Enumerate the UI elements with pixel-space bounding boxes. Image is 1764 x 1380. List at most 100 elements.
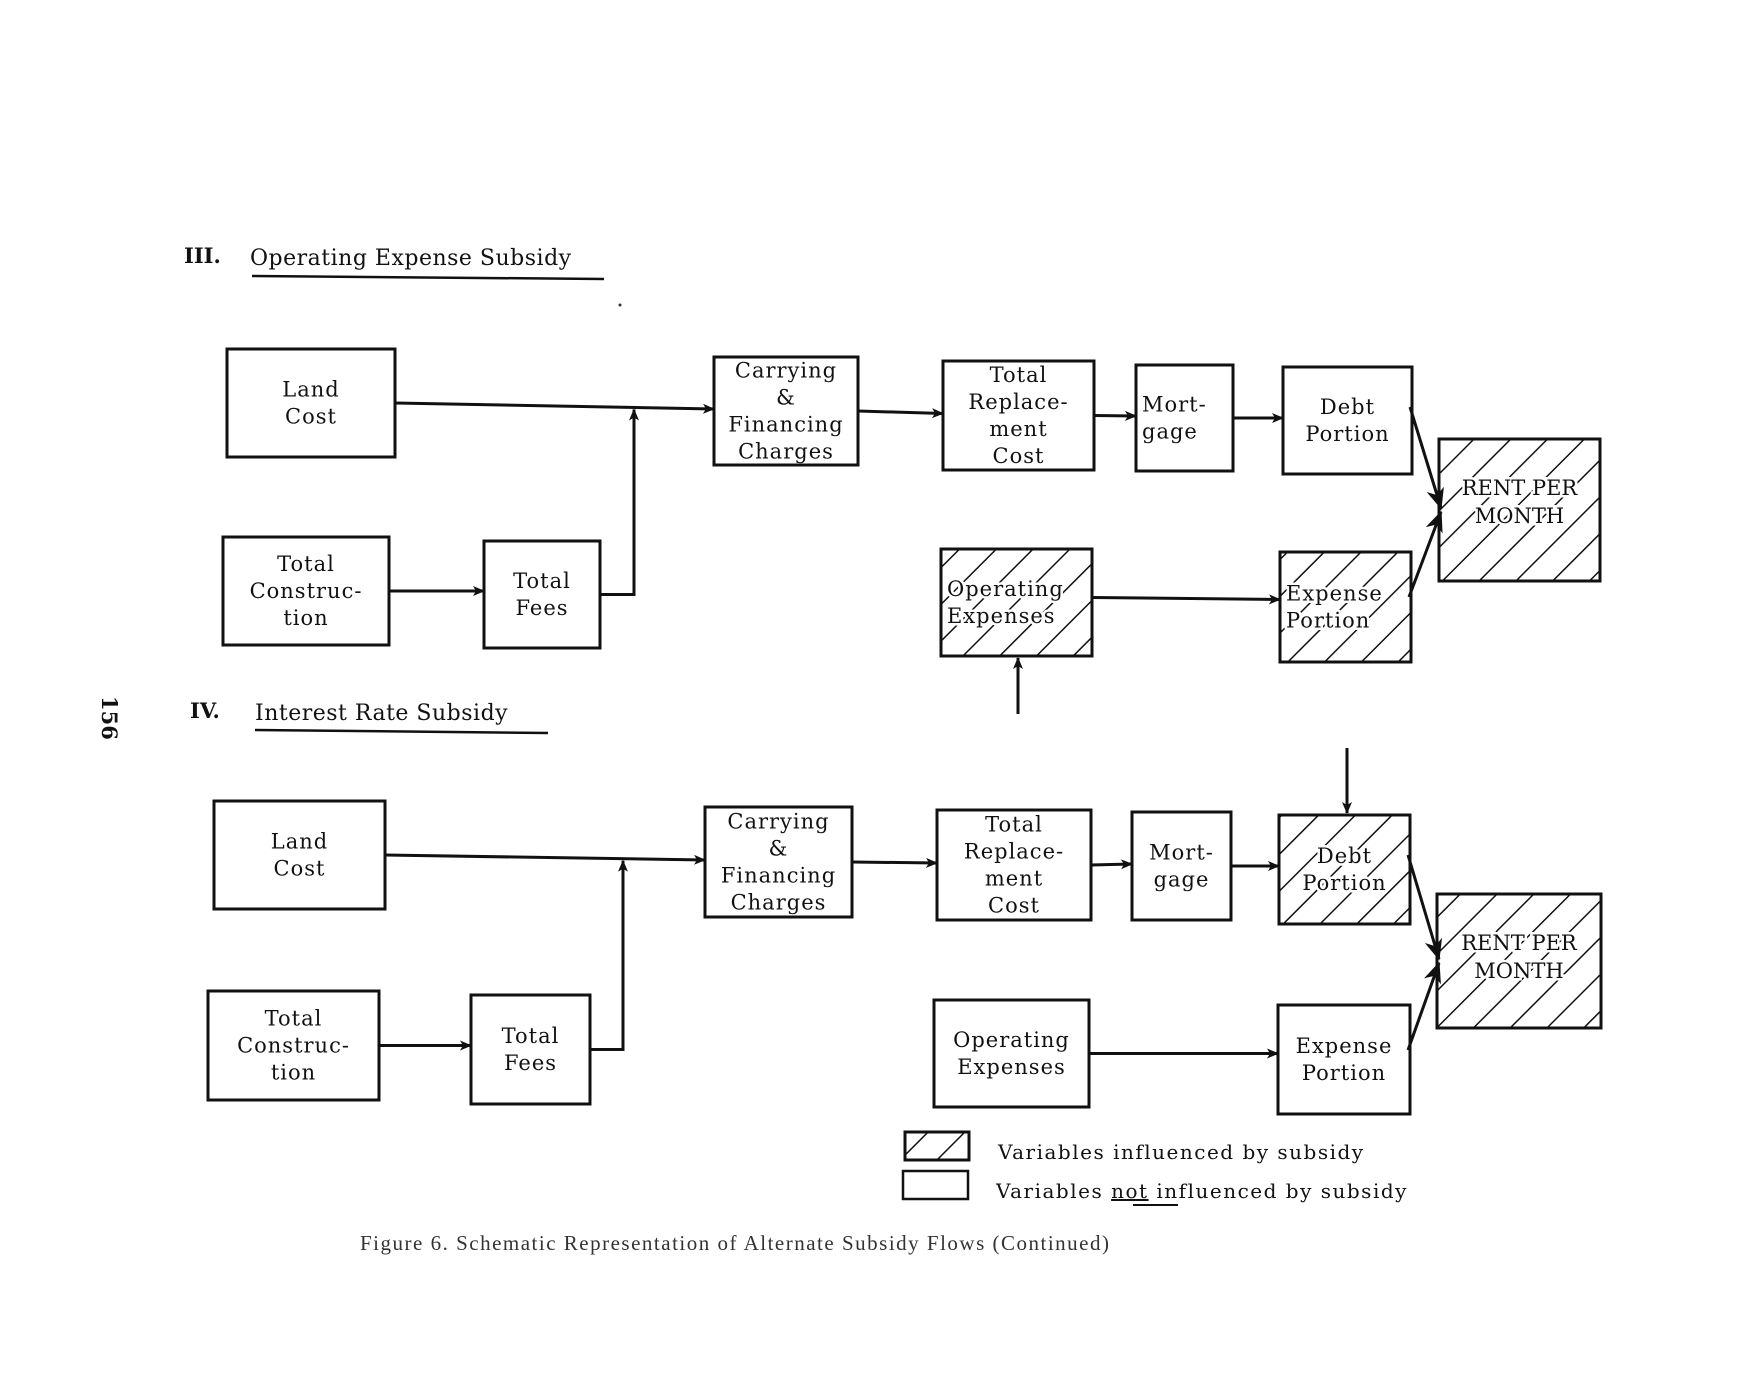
section-iii-title: Operating Expense Subsidy <box>250 246 572 271</box>
node-label-line: Cost <box>274 857 326 881</box>
edge-land-cost-to-carrying <box>384 853 706 865</box>
node-border <box>482 539 602 650</box>
node-label-line: Construc- <box>237 1034 350 1058</box>
section-iv-title-underline <box>254 728 549 735</box>
node-rent-per-month: RENT PER MONTH <box>1435 892 1603 1030</box>
node-label-line: RENT PER <box>1461 931 1578 955</box>
node-label-line: Charges <box>731 891 827 915</box>
node-label-line: Carrying <box>735 359 837 383</box>
node-border <box>1278 550 1413 664</box>
legend-label-influenced: Variables influenced by subsidy <box>997 1140 1365 1164</box>
scan-speck <box>618 303 622 307</box>
section-iv-diagram: LandCostTotalConstruc-tionTotalFeesCarry… <box>206 748 1603 1116</box>
edge-replacement-to-mortgage <box>1093 410 1137 421</box>
node-label-line: Mort- <box>1142 393 1207 417</box>
node-label-line: Total <box>277 552 335 576</box>
node-mortgage: Mort-gage <box>1134 363 1235 473</box>
page-number: 156 <box>97 696 122 740</box>
node-label-line: & <box>776 386 796 410</box>
legend-swatch-plain <box>901 1169 970 1201</box>
edge-fees-to-carrying <box>600 408 639 596</box>
node-border <box>1437 437 1602 583</box>
node-label-line: Financing <box>721 864 836 888</box>
node-border <box>939 547 1094 658</box>
edges <box>379 748 1443 1059</box>
edge-expense-to-rent <box>1407 510 1443 598</box>
node-label-line: Operating <box>953 1028 1070 1052</box>
node-label-line: Replace- <box>964 840 1064 864</box>
hatch-fill <box>941 549 1092 656</box>
node-label-line: Expense <box>1286 582 1383 606</box>
edge-debt-to-rent <box>1406 854 1443 961</box>
node-border <box>1134 363 1235 473</box>
node-label-line: Mort- <box>1149 841 1214 865</box>
hatch-fill <box>1279 815 1410 924</box>
node-label-line: Fees <box>504 1051 557 1075</box>
node-label-line: Carrying <box>727 810 829 834</box>
node-label-line: Replace- <box>968 390 1068 414</box>
node-label-line: Portion <box>1302 871 1386 895</box>
legend-swatch-hatched <box>903 1130 971 1162</box>
legend-not-suffix: influenced by subsidy <box>1149 1179 1408 1203</box>
node-label-line: & <box>769 837 789 861</box>
section-iv-number: IV. <box>190 698 220 723</box>
node-label-line: Portion <box>1305 422 1389 446</box>
node-label-line: Portion <box>1302 1061 1386 1085</box>
node-label-line: Expenses <box>947 604 1056 628</box>
edge-operating-to-expense-portion <box>1091 594 1281 605</box>
node-label-line: MONTH <box>1474 959 1563 983</box>
edge-replacement-to-mortgage <box>1090 859 1133 870</box>
node-label-line: Total <box>990 363 1048 387</box>
section-iii-title-underline <box>251 274 605 281</box>
edge-carrying-to-replacement <box>857 408 944 419</box>
node-border <box>469 993 592 1106</box>
node-label-line: Expense <box>1296 1034 1393 1058</box>
node-border <box>1130 810 1233 922</box>
edges <box>389 401 1444 714</box>
figure-caption: Figure 6. Schematic Representation of Al… <box>360 1231 1110 1255</box>
node-label-line: Total <box>513 569 571 593</box>
section-iv-title: Interest Rate Subsidy <box>255 701 508 726</box>
node-label-line: Charges <box>738 440 834 464</box>
node-border <box>932 998 1091 1109</box>
edge-land-cost-to-carrying <box>394 401 715 414</box>
node-label-line: Total <box>265 1007 323 1031</box>
legend: Variables influenced by subsidy Variable… <box>901 1130 1408 1206</box>
node-border <box>1435 892 1603 1030</box>
node-border <box>212 799 387 911</box>
node-label-line: MONTH <box>1475 504 1564 528</box>
node-border <box>1281 365 1414 476</box>
node-label-line: Land <box>282 378 339 402</box>
node-label-line: tion <box>271 1061 316 1085</box>
node-label-line: Operating <box>947 577 1064 601</box>
node-label-line: tion <box>283 606 328 630</box>
hatch-fill <box>1437 894 1601 1028</box>
edge-debt-to-rent <box>1408 406 1444 510</box>
node-border <box>1276 1003 1412 1116</box>
node-mortgage: Mort-gage <box>1130 810 1233 922</box>
node-label-line: Cost <box>988 894 1040 918</box>
legend-label-not-influenced: Variables not influenced by subsidy <box>995 1179 1408 1203</box>
node-label-line: Financing <box>728 413 843 437</box>
legend-not-emphasis: not <box>1111 1179 1148 1203</box>
node-label-line: gage <box>1142 420 1198 444</box>
node-label-line: ment <box>985 867 1043 891</box>
node-label-line: Total <box>502 1024 560 1048</box>
node-label-line: Portion <box>1286 609 1370 633</box>
edge-carrying-to-replacement <box>851 857 938 868</box>
